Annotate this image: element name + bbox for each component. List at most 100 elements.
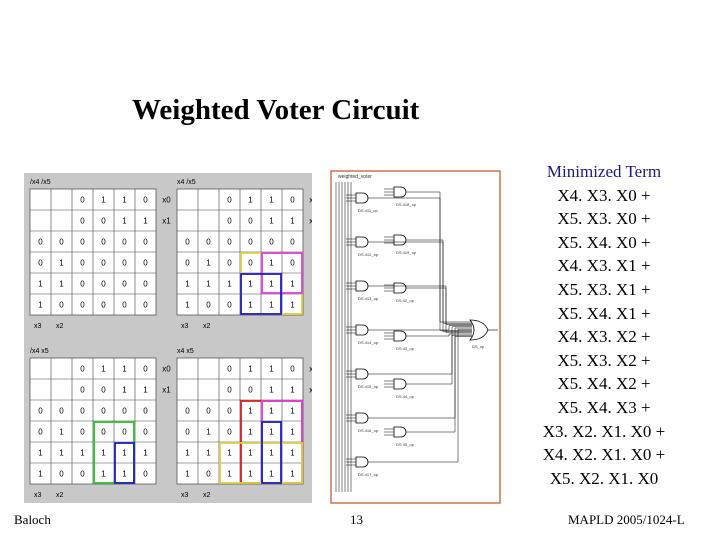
gate-label: DS.412_op [358,252,379,257]
group-box-blue [261,421,282,484]
kmap-cell: 0 [206,301,211,310]
kmap-cell: 0 [122,280,127,289]
gate-output-wire [406,191,472,331]
kmap-cell: 1 [248,407,253,416]
gate-label: DS.45_op [396,442,415,447]
group-box-yellow [219,442,303,484]
kmap-cell: 0 [248,238,253,247]
kmap-cell: 0 [80,238,85,247]
kmap-header-cell: x0 [309,365,312,374]
kmap-cell: 0 [59,301,64,310]
kmap-cell: 1 [185,449,190,458]
kmap-cell: 0 [38,259,43,268]
kmap-cell: 1 [269,407,274,416]
kmap-corner-label: /x4 /x5 [30,179,51,186]
kmap-cell: 1 [185,301,190,310]
group-box-blue [240,273,282,315]
kmap-cell: 0 [122,238,127,247]
kmap-header-cell: 1 [269,365,274,374]
kmap-corner-label: x4 /x5 [177,179,196,186]
kmap-cell: 0 [227,428,232,437]
kmap-cell: 0 [80,407,85,416]
kmap-cell: 0 [206,470,211,479]
kmap-header-cell: 1 [122,386,127,395]
kmap-cell: 0 [185,407,190,416]
term-line: X5. X3. X0 + [557,209,651,229]
kmap-header-cell: x0 [162,196,171,205]
kmap-header-cell: 1 [143,386,148,395]
schematic-label: weighted_voter [338,174,372,180]
kmap-cell: 0 [38,428,43,437]
kmap-cell: 1 [185,470,190,479]
term-line: X5. X4. X2 + [557,374,651,394]
kmap-cell: 1 [143,449,148,458]
kmap-cell: 1 [269,428,274,437]
kmap-header-cell: 1 [269,196,274,205]
kmap-cell: 0 [80,259,85,268]
kmap-cell: 0 [101,428,106,437]
kmap-header-cell: 1 [248,365,253,374]
kmap-cell: 0 [122,428,127,437]
kmap-cell: 0 [227,259,232,268]
kmap-header-cell: 0 [248,386,253,395]
or-gate-icon [469,319,489,341]
kmap-cell: 0 [122,407,127,416]
kmap-cell: 0 [101,301,106,310]
and-gate-icon [355,456,369,468]
kmap-cell: 0 [80,470,85,479]
term-line: X4. X3. X2 + [557,327,651,347]
page-number: 13 [350,512,363,527]
term-line: X4. X2. X1. X0 + [542,445,666,465]
kmap-cell: 1 [80,449,85,458]
kmap-cell: 0 [206,238,211,247]
kmap-cell: 1 [248,449,253,458]
kmap-header-cell: 0 [80,217,85,226]
kmap-cell: 0 [143,280,148,289]
kmap-cell: 1 [290,407,295,416]
and-gate-icon [355,280,369,292]
footer-author: Baloch [14,512,51,527]
and-gate-icon [355,192,369,204]
kmap-header-cell: 1 [101,196,106,205]
term-line: X5. X4. X3 + [557,397,651,417]
kmap-header-cell: 1 [122,217,127,226]
gate-label: DS.43_op [396,346,415,351]
kmap-cell: 0 [185,428,190,437]
kmap-header-cell: 0 [290,196,295,205]
kmap-cell: 1 [269,449,274,458]
term-line: X4. X3. X1 + [557,256,651,276]
gate-label: DS.418_op [396,202,417,207]
kmap-axis-label: x3 [181,492,189,499]
kmap-cell: 0 [248,259,253,268]
kmap-axis-label: x2 [203,323,211,330]
and-gate-icon [393,426,407,438]
kmap-cell: 1 [290,428,295,437]
and-gate-icon [393,186,407,198]
kmap-cell: 0 [185,259,190,268]
kmap-cell: 1 [227,280,232,289]
and-gate-icon [355,236,369,248]
kmap-cell: 1 [206,259,211,268]
and-gate-icon [393,378,407,390]
kmap-header-cell: x0 [162,365,171,374]
kmap-axis-label: x2 [203,492,211,499]
kmap-cell: 0 [80,301,85,310]
kmap-cell: 1 [101,470,106,479]
kmap-cell: 1 [248,428,253,437]
kmap-cell: 1 [59,449,64,458]
output-label: DS_op [472,344,485,349]
kmap-cell: 1 [206,280,211,289]
kmap-header-cell: 0 [227,217,232,226]
kmap-cell: 1 [59,280,64,289]
kmap-header-cell: x1 [309,217,312,226]
kmap-header-cell: 0 [227,386,232,395]
kmap-cell: 0 [101,259,106,268]
kmap-cell: 0 [143,238,148,247]
kmap-cell: 0 [101,407,106,416]
term-line: X5. X4. X0 + [557,232,651,252]
kmap-cell: 1 [227,449,232,458]
term-line: X5. X3. X2 + [557,350,651,370]
and-gate-icon [393,234,407,246]
minimized-term-list: Minimized Term X4. X3. X0 + X5. X3. X0 +… [528,160,680,490]
kmap-header-cell: 0 [227,196,232,205]
